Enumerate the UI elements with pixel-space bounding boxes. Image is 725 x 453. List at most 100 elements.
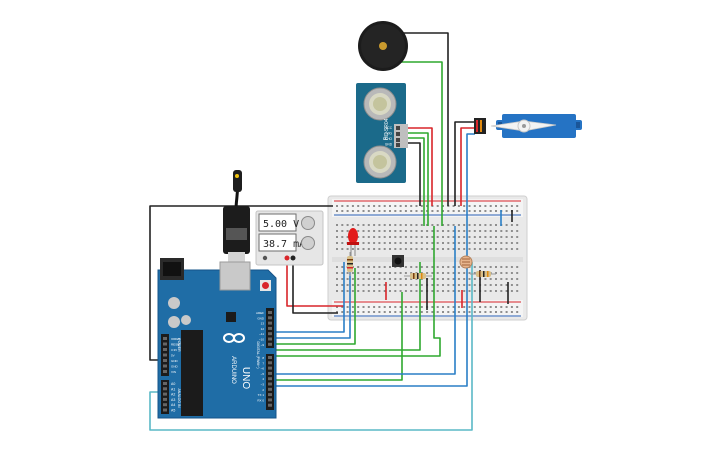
pushbutton[interactable]	[392, 255, 404, 267]
wire-servo-gnd	[454, 121, 475, 206]
power-header-label: POWER	[177, 338, 181, 352]
wire-sensor-gnd	[407, 142, 421, 206]
digital-pin-label: 13	[261, 322, 265, 326]
header-pin[interactable]	[268, 366, 272, 370]
header-pin[interactable]	[268, 321, 272, 325]
header-pin[interactable]	[268, 326, 272, 330]
analog-pin-label: A2	[171, 393, 175, 397]
header-pin[interactable]	[163, 387, 167, 391]
analog-pin-label: A4	[171, 403, 175, 407]
wire-d6	[272, 226, 468, 387]
digital-pin-label: 4	[262, 377, 264, 381]
current-readout: 38.7 mA	[263, 239, 305, 250]
analog-pin-label: A0	[171, 382, 175, 386]
digital-pin-label: 8	[262, 356, 264, 360]
header-pin[interactable]	[163, 359, 167, 362]
usb-cable	[223, 170, 250, 264]
negative-terminal	[290, 255, 296, 261]
header-pin[interactable]	[163, 348, 167, 351]
header-pin[interactable]	[268, 311, 272, 314]
sensor-pin-label: GND	[385, 143, 393, 147]
header-pin[interactable]	[268, 332, 272, 336]
header-pin[interactable]	[268, 382, 272, 386]
resistor-photo[interactable]	[470, 271, 496, 277]
arduino-logo-icon	[223, 333, 245, 343]
header-pin[interactable]	[163, 370, 167, 373]
wire-sensor-vcc	[407, 127, 433, 206]
digital-pin-label: 12	[261, 327, 265, 331]
positive-terminal	[284, 255, 290, 261]
voltage-knob[interactable]	[301, 216, 315, 230]
wire-servo-signal	[466, 133, 475, 226]
header-pin[interactable]	[268, 361, 272, 365]
header-pin[interactable]	[268, 377, 272, 381]
header-pin[interactable]	[163, 353, 167, 357]
power-pin-label: 3.3V	[171, 348, 177, 352]
header-pin[interactable]	[163, 342, 167, 346]
header-pin[interactable]	[163, 392, 167, 396]
header-pin[interactable]	[268, 387, 272, 391]
header-pin[interactable]	[268, 393, 272, 397]
wire-d11	[272, 268, 356, 345]
header-pin[interactable]	[268, 316, 272, 320]
arduino-brand-label: ARDUINO	[230, 356, 236, 384]
analog-pin-label: A5	[171, 409, 175, 413]
header-pin[interactable]	[163, 403, 167, 407]
piezo-buzzer[interactable]	[358, 21, 408, 71]
header-pin[interactable]	[268, 403, 272, 407]
sensor-pin-label: VCC	[385, 126, 392, 130]
photoresistor[interactable]	[459, 255, 473, 269]
digital-pin-label: 2	[262, 388, 264, 392]
current-knob[interactable]	[301, 236, 315, 250]
digital-pin-label: AREF	[256, 311, 264, 315]
sensor-pin-label: TRIG	[384, 132, 392, 136]
sensor-model-label: HC-SR04	[384, 118, 390, 140]
header-pin[interactable]	[163, 408, 167, 412]
sensor-pin-label: ECHO	[383, 137, 393, 141]
digital-header-label: DIGITAL (PWM~)	[256, 341, 260, 368]
header-pin[interactable]	[163, 364, 167, 368]
wire-sensor-echo	[407, 137, 425, 226]
wire-analog	[149, 262, 473, 431]
resistor-button[interactable]	[404, 273, 432, 279]
digital-pin-label: ~3	[261, 383, 265, 387]
header-pin[interactable]	[163, 397, 167, 401]
power-pin-label: GND	[171, 365, 179, 369]
header-pin[interactable]	[163, 337, 167, 340]
header-pin[interactable]	[268, 356, 272, 359]
servo-motor[interactable]	[474, 114, 582, 138]
wire-ps-black	[292, 258, 338, 314]
power-pin-label: RESET	[171, 343, 181, 347]
header-pin[interactable]	[268, 337, 272, 341]
digital-pin-label: ~5	[261, 372, 265, 376]
header-pin[interactable]	[163, 382, 167, 385]
header-pin[interactable]	[268, 371, 272, 375]
analog-pin-label: A1	[171, 387, 175, 391]
wire-d13	[272, 262, 345, 333]
wire-d9	[272, 226, 441, 357]
led-red[interactable]	[347, 228, 359, 256]
power-supply[interactable]: 5.00 V 38.7 mA	[255, 210, 324, 266]
digital-pin-label: GND	[257, 316, 265, 320]
power-pin-label: 5V	[171, 354, 175, 358]
digital-pin-label: ~11	[259, 332, 264, 336]
analog-pin-label: A3	[171, 398, 175, 402]
arduino-model-label: UNO	[240, 367, 251, 389]
wire-servo-vcc	[460, 127, 475, 206]
digital-pin-label: ~10	[259, 338, 264, 342]
breadboard	[327, 195, 528, 321]
resistor-led[interactable]	[347, 252, 353, 276]
digital-pin-label: TX 1	[258, 393, 265, 397]
wire-sensor-trig	[407, 132, 429, 226]
header-pin[interactable]	[268, 398, 272, 402]
wire-buzzer-gnd	[396, 32, 449, 206]
digital-pin-label: RX 0	[257, 398, 264, 402]
header-pin[interactable]	[268, 342, 272, 346]
digital-pin-label: ~9	[261, 343, 265, 347]
wire-d10	[272, 262, 421, 351]
arduino-uno[interactable]: ARDUINO UNO DIGITAL (PWM~) POWER ANALOG …	[157, 258, 277, 419]
wire-d8	[272, 292, 403, 381]
wire-ps-red	[286, 258, 344, 307]
